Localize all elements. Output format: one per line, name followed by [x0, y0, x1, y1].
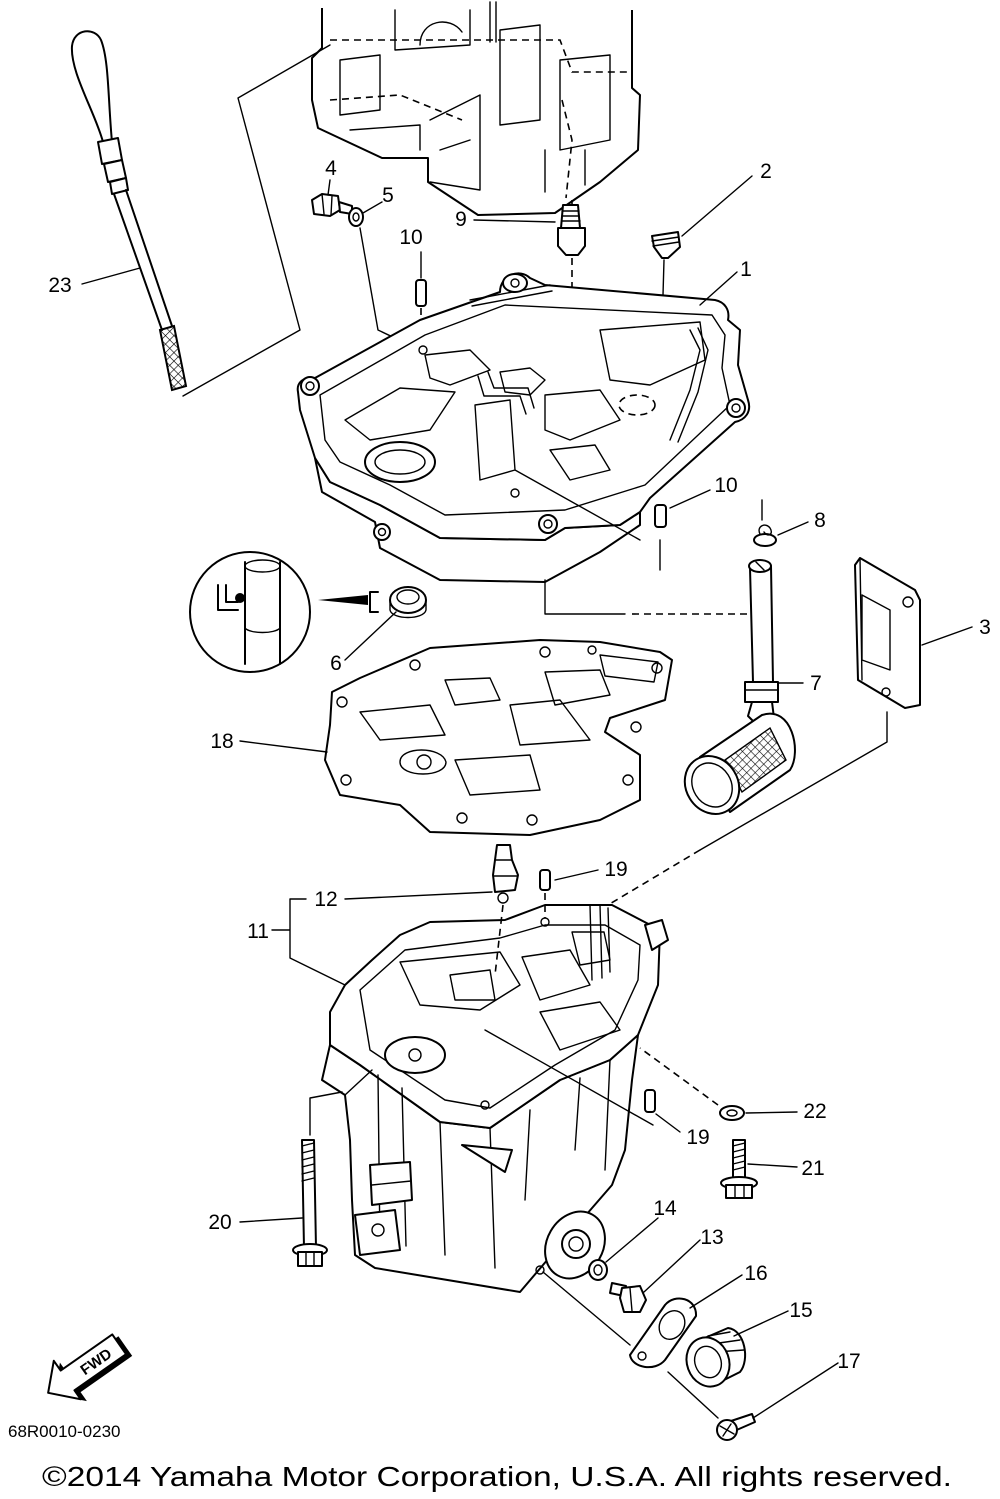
gasket-18-drawing [324, 639, 673, 836]
callout-8: 8 [814, 509, 826, 532]
callout-4: 4 [325, 157, 337, 180]
callout-10-upper: 10 [399, 226, 422, 249]
callout-13: 13 [700, 1226, 723, 1249]
callout-22: 22 [803, 1100, 826, 1123]
alignment-bracket-line [544, 499, 763, 615]
leader-line-20 [239, 1217, 303, 1223]
leader-line-4 [327, 179, 331, 196]
callout-7: 7 [810, 672, 822, 695]
dowel-19-lower-drawing [644, 1089, 656, 1113]
leader-line-17 [752, 1362, 839, 1419]
callout-15: 15 [789, 1299, 812, 1322]
callout-5: 5 [382, 184, 394, 207]
leader-line-1 [699, 271, 738, 306]
callout-19-lower: 19 [686, 1126, 709, 1149]
dowel-19-upper-drawing [539, 869, 551, 918]
callout-10-lower: 10 [714, 474, 737, 497]
leader-line-8 [777, 521, 809, 536]
leader-line-13 [643, 1239, 701, 1293]
washer-22-drawing [719, 1105, 745, 1121]
bolt-21-drawing [720, 1139, 758, 1199]
callout-14: 14 [653, 1197, 677, 1220]
callout-6: 6 [330, 652, 342, 675]
leader-line-18 [239, 740, 328, 753]
fitting-9-drawing [557, 204, 586, 300]
callout-11: 11 [247, 920, 269, 943]
bolt-20-drawing [292, 1091, 343, 1267]
callout-1: 1 [740, 258, 752, 281]
callout-23: 23 [48, 274, 71, 297]
leader-line-16 [689, 1274, 743, 1309]
leader-line-14 [605, 1217, 659, 1263]
callout-16: 16 [744, 1262, 767, 1285]
leader-line-3 [921, 626, 973, 646]
clip-8-drawing [753, 524, 777, 547]
diagram-code: 68R0010-0230 [8, 1422, 120, 1441]
callout-20: 20 [208, 1211, 231, 1234]
leader-line-15 [733, 1310, 789, 1337]
leader-line-12 [344, 891, 493, 900]
callout-3: 3 [979, 616, 991, 639]
callout-19-upper: 19 [604, 858, 627, 881]
leader-line-19-upper [554, 869, 599, 881]
callout-labels: 23 4 5 10 9 2 1 10 8 3 6 7 18 19 12 11 2… [48, 157, 991, 1373]
gasket-16-drawing [629, 1297, 698, 1369]
engine-block-drawing [311, 1, 641, 222]
leader-line-19-lower [655, 1113, 681, 1133]
bracket-3-drawing [607, 557, 921, 906]
seal-6-drawing [318, 586, 427, 619]
leader-line-21 [747, 1163, 798, 1168]
callout-18: 18 [210, 730, 233, 753]
callout-21: 21 [801, 1157, 824, 1180]
forward-direction-arrow: FWD [47, 1333, 133, 1402]
fitting-12-drawing [492, 844, 519, 976]
copyright-notice: ©2014 Yamaha Motor Corporation, U.S.A. A… [42, 1461, 952, 1492]
leader-line-11-bracket [271, 898, 346, 986]
leader-line-23 [81, 267, 141, 285]
leader-line-5 [362, 201, 383, 214]
bolt-4-drawing [311, 193, 353, 217]
leader-line-10-lower [669, 489, 711, 509]
washer-14-drawing [588, 1259, 608, 1281]
bolt-13-drawing [609, 1282, 647, 1313]
callout-12: 12 [314, 888, 337, 911]
callout-17: 17 [837, 1350, 860, 1373]
callout-2: 2 [760, 160, 772, 183]
leader-line-6 [344, 611, 397, 661]
plug-15-drawing [685, 1327, 747, 1388]
leader-line-2 [681, 175, 753, 237]
leader-line-22 [745, 1111, 798, 1114]
drain-alignment-line [542, 1271, 719, 1419]
screw-17-drawing [716, 1413, 756, 1441]
seal-detail-inset [189, 551, 311, 673]
dowel-10-lower-drawing [654, 504, 667, 528]
dipstick-drawing [70, 30, 331, 397]
callout-9: 9 [455, 208, 467, 231]
part-11-lower-pan-drawing [321, 904, 719, 1293]
pickup-7-drawing [683, 559, 796, 815]
leader-lines [81, 175, 973, 1419]
leader-line-9 [473, 219, 556, 223]
part-1-upper-pan-drawing [296, 272, 751, 583]
